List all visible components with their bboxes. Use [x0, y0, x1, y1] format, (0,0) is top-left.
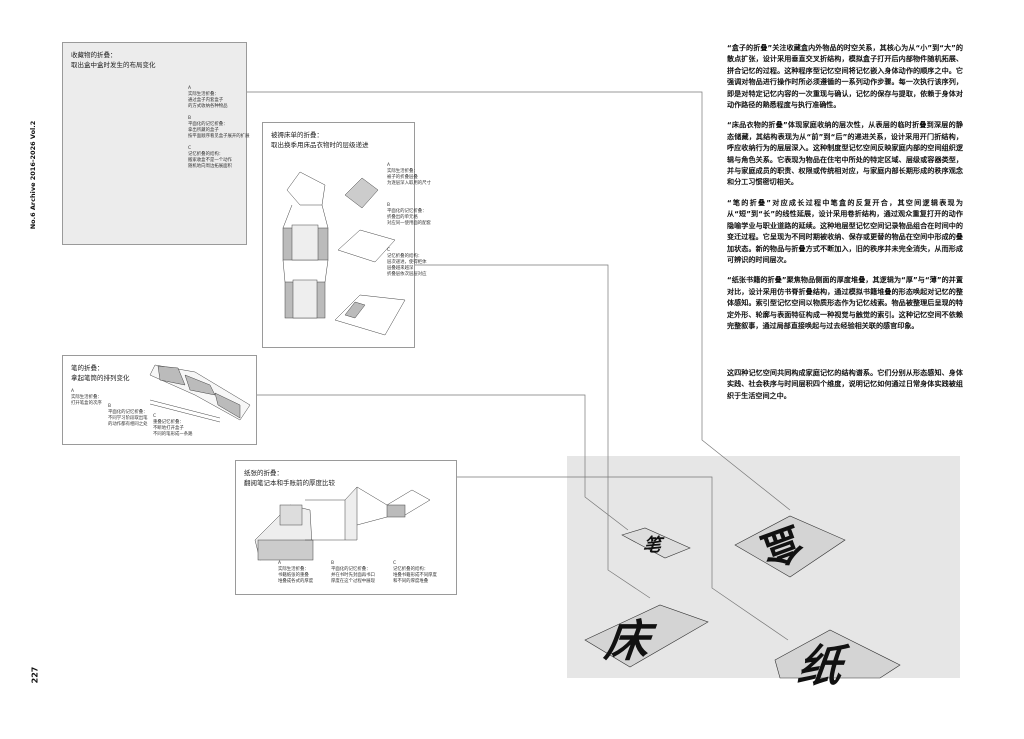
paragraph-paper: “纸张书籍的折叠”聚焦物品侧面的厚度堆叠，其逻辑为“厚”与“薄”的并置对比，设计… — [727, 275, 963, 330]
pen-fold-drawing — [149, 364, 251, 423]
paragraph-pen: “笔的折叠”对应成长过程中笔盒的反复开合，其空间逻辑表现为从“短”到“长”的线性… — [727, 197, 963, 264]
panel-title: 被褥床单的折叠：取出换季用床品衣物时的层级递进 — [271, 131, 369, 149]
body-text: “盒子的折叠”关注收藏盒内外物品的时空关系，其核心为从“小”到“大”的散点扩张，… — [727, 42, 963, 340]
leader-line-box — [247, 91, 791, 511]
leader-line-bed — [415, 264, 651, 599]
paper-fold-drawing — [254, 486, 431, 561]
books — [584, 515, 901, 679]
panel-title: 收藏物的折叠：取出盒中盒时发生的布局变化 — [71, 51, 156, 69]
book-pen-cover — [621, 527, 691, 559]
panel-title: 纸张的折叠：翻阅笔记本和手账前的厚度比较 — [244, 469, 335, 487]
book-box-cover — [734, 515, 846, 578]
bedding-fold-drawing — [282, 171, 406, 336]
leader-line-pen — [257, 394, 629, 531]
panel-title: 笔的折叠：拿起笔筒的排列变化 — [71, 364, 130, 382]
book-paper-cover — [774, 629, 901, 679]
conclusion-text: 这四种记忆空间共同构成家庭记忆的结构谱系。它们分别从形态感知、身体实践、社会秩序… — [727, 368, 963, 400]
paragraph-bedding: “床品衣物的折叠”体现家庭收纳的层次性，从表层的临时折叠到深层的静态储藏，其结构… — [727, 120, 963, 187]
book-bed-cover — [584, 604, 709, 668]
leader-line-paper — [457, 476, 789, 641]
paragraph-box: “盒子的折叠”关注收藏盒内外物品的时空关系，其核心为从“小”到“大”的散点扩张，… — [727, 43, 963, 110]
